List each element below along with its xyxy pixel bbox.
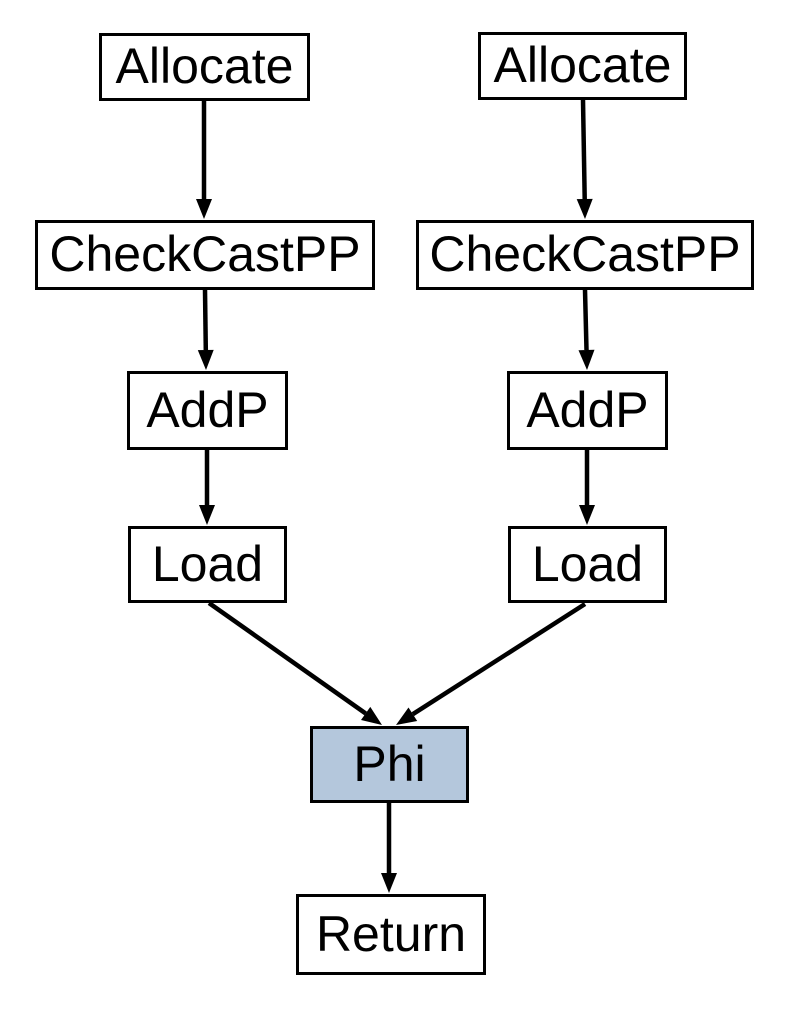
edge-allocate-left-to-checkcastpp-left — [196, 101, 212, 219]
arrowhead-icon — [199, 505, 215, 525]
edge-load-right-to-phi — [396, 602, 587, 725]
edge-addp-left-to-load-left — [199, 450, 215, 525]
node-load-left: Load — [128, 526, 287, 603]
node-allocate-right: Allocate — [478, 32, 687, 100]
arrowhead-icon — [361, 706, 382, 725]
node-checkcastpp-right: CheckCastPP — [416, 220, 754, 290]
arrowhead-icon — [579, 505, 595, 525]
arrowhead-icon — [197, 349, 214, 370]
node-label-allocate-left: Allocate — [115, 38, 294, 94]
node-addp-right: AddP — [507, 371, 668, 450]
edge-phi-to-return — [381, 803, 397, 893]
node-label-addp-right: AddP — [526, 381, 649, 438]
node-label-addp-left: AddP — [146, 381, 269, 438]
node-addp-left: AddP — [127, 371, 288, 450]
arrowhead-icon — [578, 349, 595, 370]
node-phi: Phi — [310, 726, 469, 803]
node-label-load-left: Load — [151, 535, 264, 592]
node-label-phi: Phi — [353, 735, 426, 792]
arrowhead-icon — [196, 199, 212, 219]
edge-load-left-to-phi — [207, 601, 382, 725]
arrowhead-icon — [396, 707, 418, 725]
arrowhead-icon — [576, 198, 593, 219]
node-load-right: Load — [508, 526, 667, 603]
edge-addp-right-to-load-right — [579, 450, 595, 525]
edge-checkcastpp-left-to-addp-left — [197, 289, 214, 370]
edge-allocate-right-to-checkcastpp-right — [576, 99, 593, 219]
node-label-return: Return — [315, 905, 467, 962]
node-checkcastpp-left: CheckCastPP — [35, 220, 375, 290]
node-return: Return — [296, 894, 486, 975]
node-label-load-right: Load — [531, 535, 644, 592]
node-label-checkcastpp-left: CheckCastPP — [49, 226, 361, 282]
node-allocate-left: Allocate — [99, 33, 310, 101]
node-label-allocate-right: Allocate — [493, 37, 672, 93]
node-label-checkcastpp-right: CheckCastPP — [429, 226, 741, 282]
arrowhead-icon — [381, 873, 397, 893]
edge-checkcastpp-right-to-addp-right — [578, 289, 595, 370]
